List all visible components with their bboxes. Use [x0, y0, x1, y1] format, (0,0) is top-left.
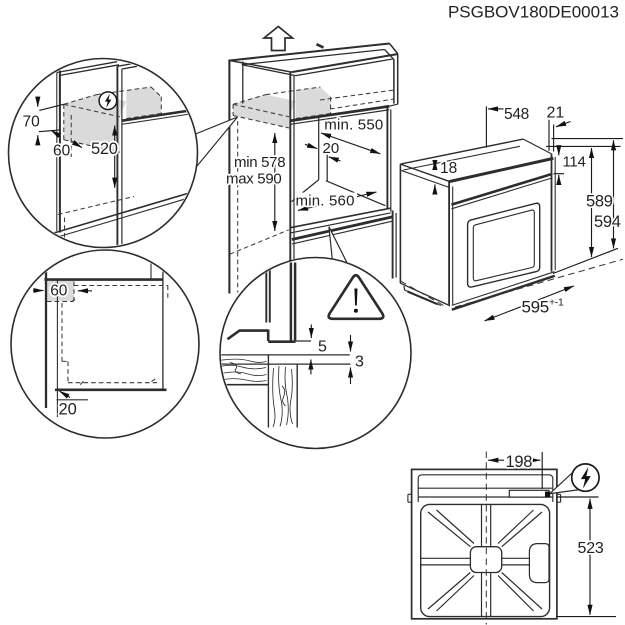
connection-callout: [545, 463, 600, 498]
cable-slot: [508, 489, 550, 498]
dimension-front-gap: 5: [308, 324, 329, 375]
oven-drawing: 548 21 18 114 589 5: [399, 103, 624, 322]
dimension-oven-width-label: 595+-1: [522, 297, 564, 317]
label-oven-panel-height: 114: [563, 153, 586, 170]
warning-triangle-icon: [327, 273, 385, 321]
detail-circle-outline-electrical: [7, 57, 199, 249]
dimension-oven-heights: 589 594: [546, 138, 623, 275]
label-drop-height: 520: [91, 140, 118, 158]
cabinet-top-box: [229, 42, 399, 104]
connection-point-marker: [545, 491, 551, 498]
label-oven-depth: 548: [504, 106, 529, 123]
label-niche-height-max: max 590: [226, 170, 281, 187]
dimension-top-trim: 18: [432, 158, 459, 195]
dimension-zone-height: 70: [21, 96, 64, 146]
dimension-niche-width: min. 560: [294, 191, 377, 211]
dimension-niche-height: min 578 max 590: [224, 132, 287, 232]
dimension-top-view-depth: 523: [556, 496, 616, 618]
side-zone-shading: [45, 281, 74, 301]
label-top-view-depth: 523: [578, 540, 604, 557]
document-code: PSGBOV180DE00013: [448, 3, 619, 22]
label-niche-width: min. 560: [296, 192, 355, 209]
label-front-gap: 5: [318, 339, 327, 356]
detail-circle-electrical-zone: 70 60 520: [7, 57, 199, 249]
wood-grain-texture: [221, 358, 293, 428]
dimension-connection-offset: 198: [487, 451, 543, 489]
label-oven-width: 595: [522, 298, 549, 317]
dimension-drop-height: 520: [89, 125, 120, 189]
label-oven-top-trim: 18: [440, 160, 457, 177]
lightning-icon: [98, 91, 118, 111]
niche-cabinet-drawing: min 578 max 590 min. 550 20 min. 560: [224, 25, 399, 294]
dimension-oven-depth: 548: [485, 104, 531, 148]
dimension-lower-gap: 3: [347, 335, 366, 384]
back-panel-pattern: [420, 503, 551, 618]
label-bottom-gap: 20: [59, 401, 77, 419]
label-connection-offset: 198: [506, 453, 533, 471]
label-lower-gap: 3: [355, 353, 364, 370]
connection-zone-shading-main: [232, 86, 395, 129]
detail-circle-outline-front-clearance: [219, 256, 412, 450]
label-niche-height-min: min 578: [234, 154, 285, 171]
dimension-bottom-gap: 20: [57, 390, 79, 420]
lightning-icon: [570, 463, 600, 493]
dimension-panel-height: 114: [553, 145, 588, 186]
label-zone-height: 70: [23, 114, 41, 131]
dimension-niche-depth: min. 550: [320, 115, 385, 155]
detail-circle-niche-front: 60 20: [10, 249, 200, 439]
label-oven-total-height: 594: [594, 213, 621, 231]
label-oven-body-height: 589: [586, 192, 613, 210]
label-zone-depth: 60: [53, 143, 71, 160]
label-niche-depth: min. 550: [324, 117, 383, 134]
insert-direction-arrow-icon: [261, 25, 295, 52]
dimension-side-zone: 60: [33, 281, 92, 301]
dimension-rear-gap: 20: [304, 138, 341, 163]
dimension-door-offset: 21: [545, 103, 571, 152]
detail-circle-front-clearance: 5 3: [219, 256, 412, 450]
detail-callout-pointers: [192, 116, 348, 263]
dimension-zone-depth: 60: [50, 129, 83, 161]
label-niche-rear-gap: 20: [323, 140, 340, 157]
label-oven-width-tolerance: +-1: [549, 297, 564, 309]
label-side-zone: 60: [50, 283, 68, 300]
detail-circle-outline-niche-front: [10, 249, 200, 439]
oven-top-view-drawing: 198 523: [407, 451, 616, 625]
label-oven-front-offset: 21: [547, 105, 565, 122]
dimension-oven-width: 595+-1: [484, 285, 575, 322]
